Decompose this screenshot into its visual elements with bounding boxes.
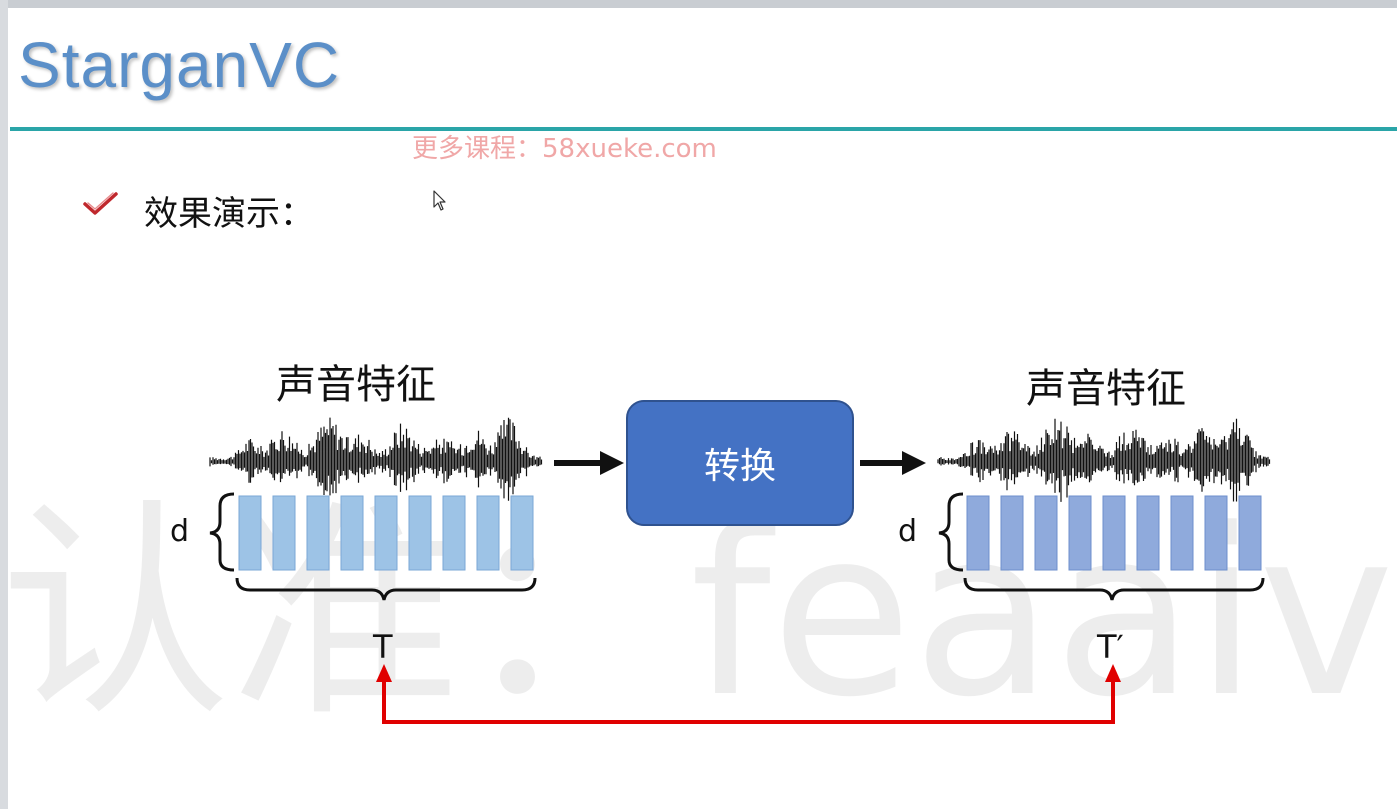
arrow-right-icon [860,451,926,475]
dimension-label-right: d [898,514,918,549]
arrow-up-icon [1105,664,1121,682]
arrow-right-icon [554,451,624,475]
brace-icon [963,577,1265,601]
feature-frame [1136,495,1160,571]
feature-frame [340,495,364,571]
feature-frames-right [966,495,1262,571]
cursor-icon [433,190,446,211]
convert-box: 转换 [626,400,854,526]
waveform-right [937,418,1271,502]
feature-frame [1068,495,1092,571]
feature-frame [1034,495,1058,571]
bullet-text: 效果演示： [144,194,314,234]
feature-frame [306,495,330,571]
time-label-right: T′ [1097,628,1124,666]
feature-frame [966,495,990,571]
waveform-left [209,417,543,501]
brace-icon [938,492,964,572]
feature-frame [1238,495,1262,571]
feature-label-left: 声音特征 [276,362,436,408]
red-feedback-connector [382,680,1115,724]
promo-watermark: 更多课程：58xueke.com [412,134,717,164]
slide-title: StarganVC [18,29,341,101]
brace-icon [235,577,537,601]
feature-frame [476,495,500,571]
convert-label: 转换 [703,446,776,487]
waveform-path [209,417,543,501]
waveform-path [937,418,1271,502]
arrow-up-icon [376,664,392,682]
feature-frame [374,495,398,571]
feature-frame [238,495,262,571]
site-watermark: 认准：feaaiv.cn [0,481,1397,748]
feature-frames-left [238,495,534,571]
feature-frame [1102,495,1126,571]
window-top-strip [0,0,1397,8]
time-label-left: T [373,628,393,666]
feature-frame [1170,495,1194,571]
brace-icon [209,492,235,572]
title-divider [10,127,1397,131]
dimension-label-left: d [170,514,190,549]
feature-frame [442,495,466,571]
feature-frame [272,495,296,571]
feature-frame [408,495,432,571]
feature-frame [1204,495,1228,571]
feature-label-right: 声音特征 [1026,366,1186,412]
check-icon [83,192,118,215]
feature-frame [1000,495,1024,571]
feature-frame [510,495,534,571]
window-left-strip [0,0,8,809]
